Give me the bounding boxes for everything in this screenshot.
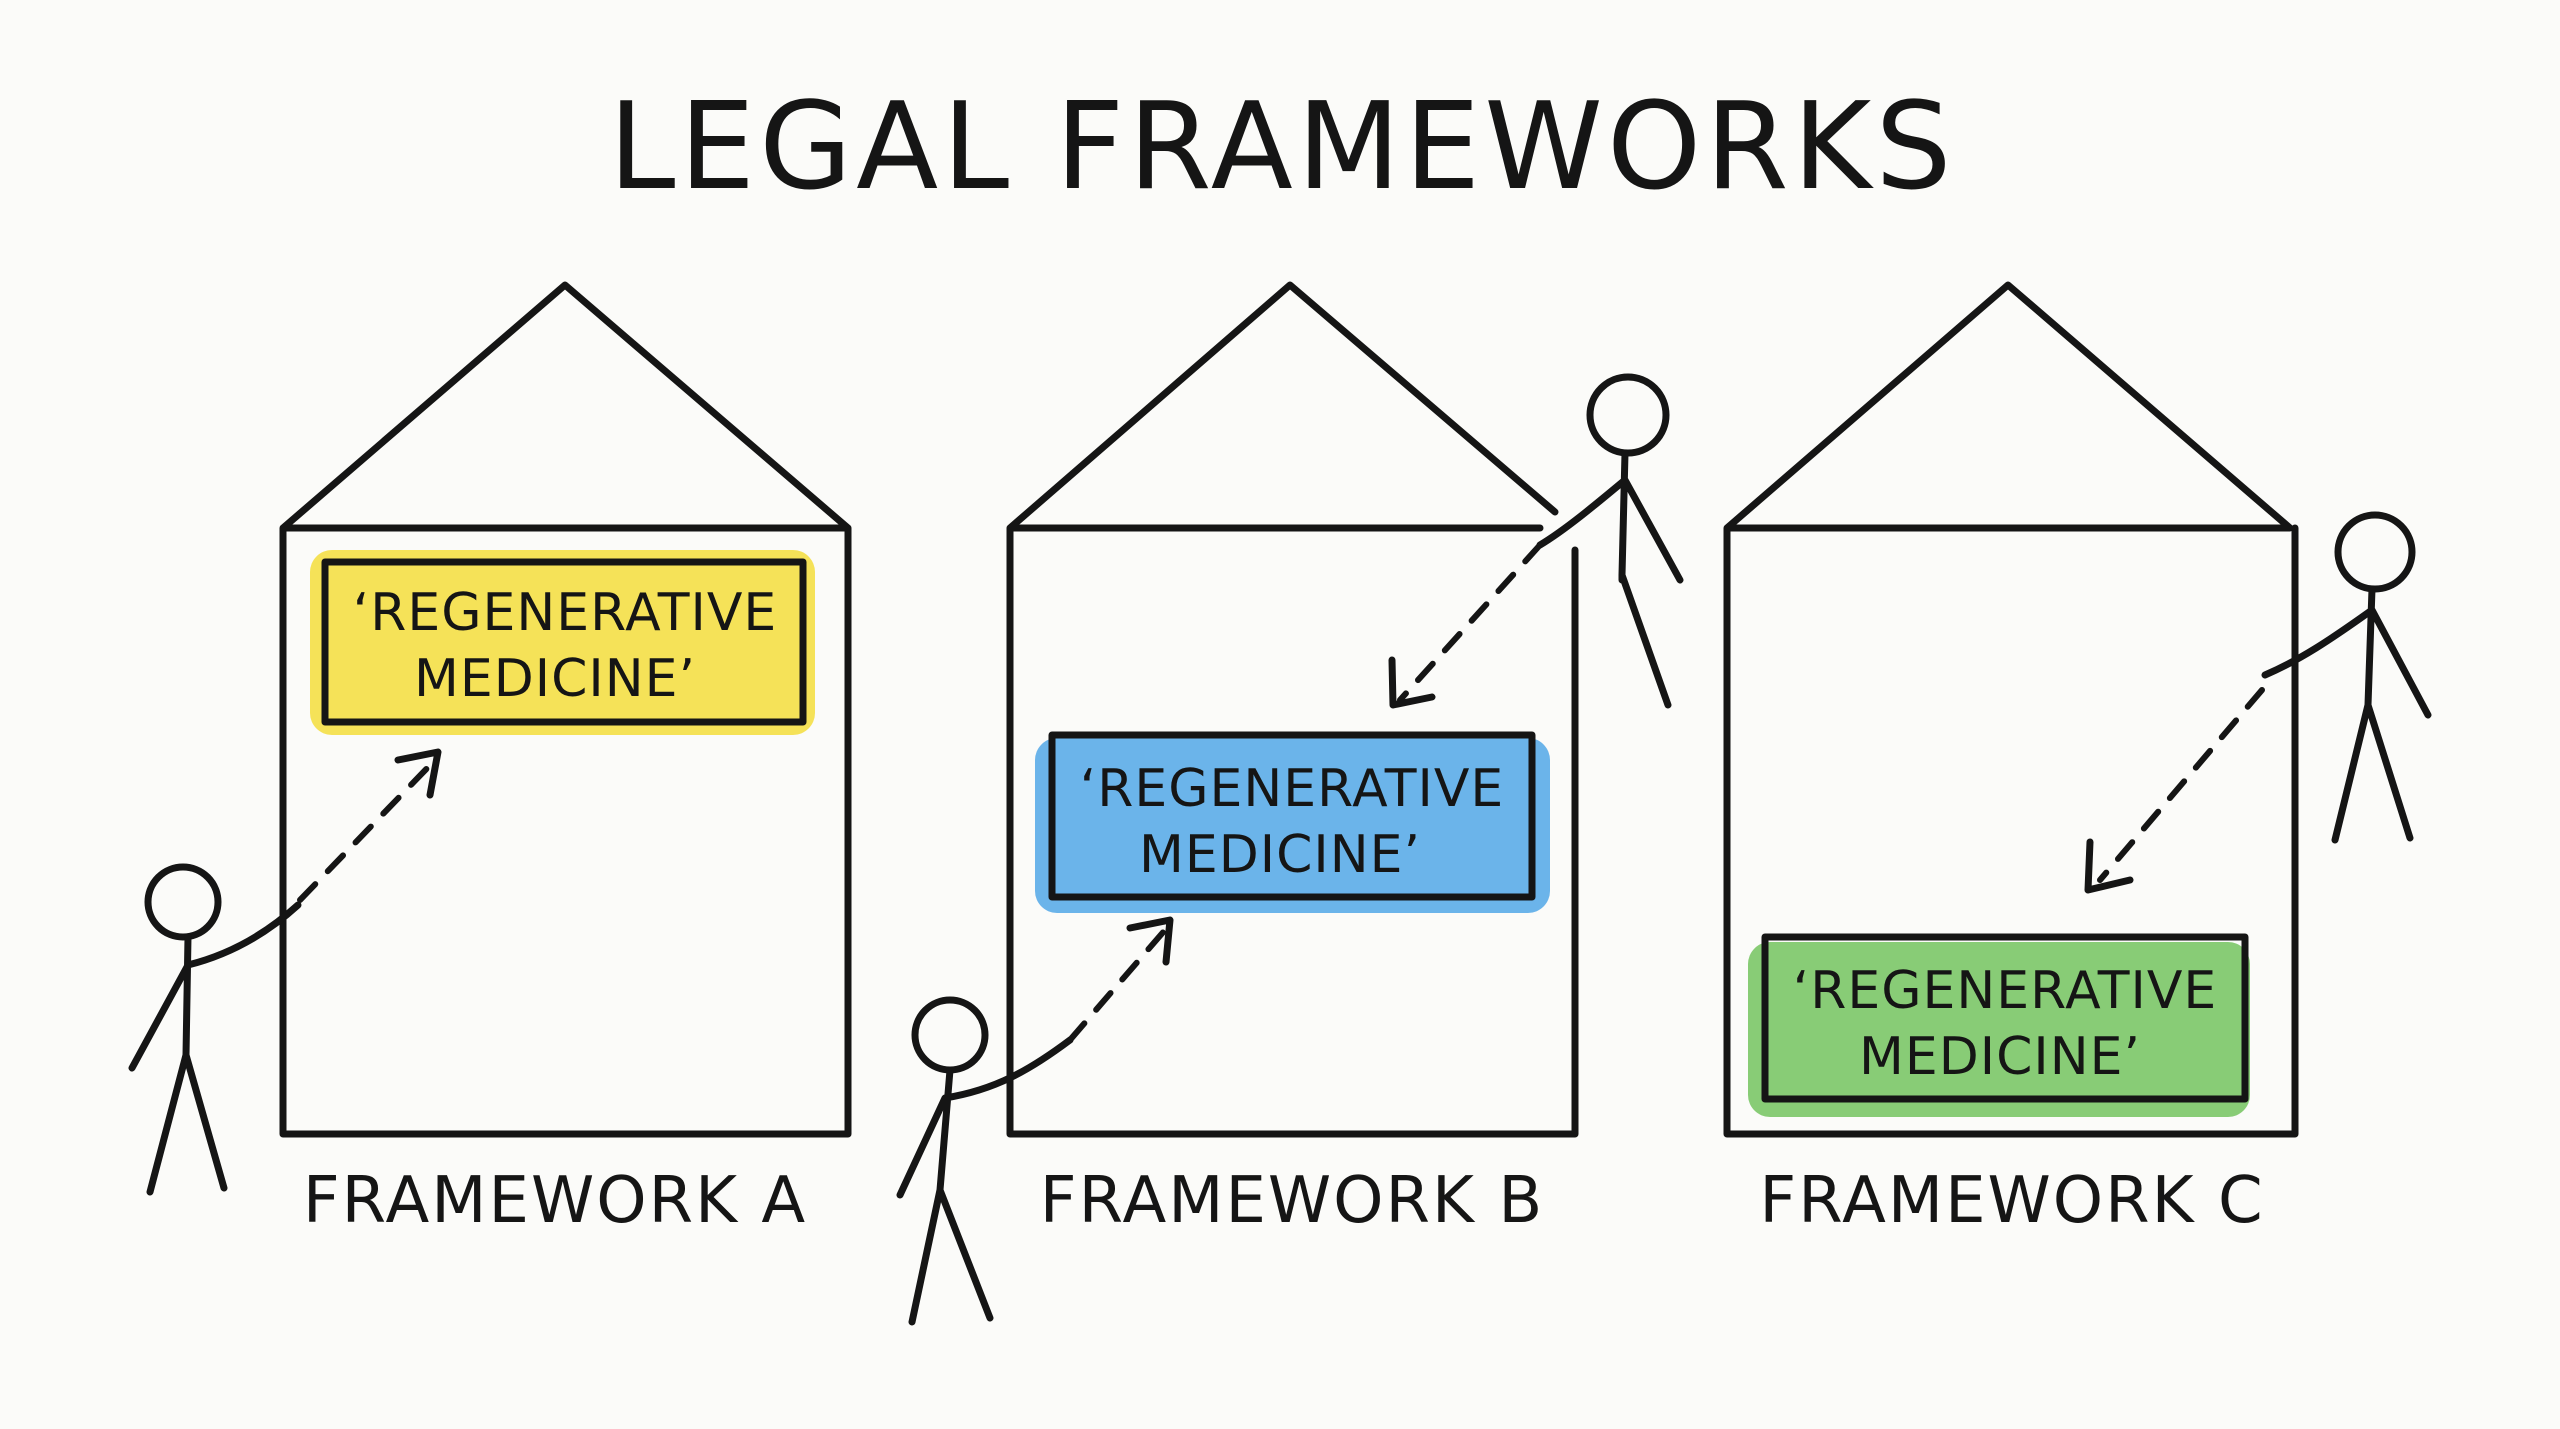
arrow-b-upper <box>1397 542 1543 703</box>
framework-c: ‘REGENERATIVE MEDICINE’ FRAMEWORK C <box>1723 281 2432 1238</box>
framework-a-caption: FRAMEWORK A <box>303 1164 807 1238</box>
framework-a-term-line1: ‘REGENERATIVE <box>353 583 778 643</box>
framework-a: ‘REGENERATIVE MEDICINE’ FRAMEWORK A <box>128 281 852 1238</box>
framework-a-house <box>279 281 852 1138</box>
framework-c-house <box>1723 281 2299 1138</box>
arrow-c-head <box>2084 838 2134 894</box>
arrow-a <box>297 757 438 903</box>
arrow-b-upper-head <box>1388 656 1436 709</box>
arrow-b-lower-head <box>1126 916 1174 966</box>
framework-b-house <box>1006 281 1579 1138</box>
framework-c-term-line1: ‘REGENERATIVE <box>1793 961 2218 1021</box>
person-a-icon <box>128 863 302 1196</box>
framework-c-term-box <box>1761 933 2249 1103</box>
framework-b: ‘REGENERATIVE MEDICINE’ FRAMEWORK B <box>896 281 1684 1326</box>
arrow-b-lower <box>1067 927 1168 1043</box>
framework-b-term-line2: MEDICINE’ <box>1139 825 1421 885</box>
arrow-c <box>2097 687 2265 883</box>
framework-a-term-line2: MEDICINE’ <box>414 649 696 709</box>
framework-c-term-line2: MEDICINE’ <box>1859 1027 2141 1087</box>
framework-b-caption: FRAMEWORK B <box>1040 1164 1544 1238</box>
person-b-lower-icon <box>896 996 1074 1326</box>
framework-c-caption: FRAMEWORK C <box>1759 1164 2264 1238</box>
framework-b-term-box <box>1048 731 1536 901</box>
framework-b-term-line1: ‘REGENERATIVE <box>1080 759 1505 819</box>
framework-a-highlight <box>310 550 815 735</box>
person-c-icon <box>2261 511 2432 844</box>
arrow-a-head <box>394 748 442 799</box>
diagram-title: LEGAL FRAMEWORKS <box>608 78 1955 217</box>
framework-b-highlight <box>1035 738 1550 913</box>
person-b-upper-icon <box>1536 373 1684 709</box>
framework-a-term-box <box>321 558 807 726</box>
framework-c-highlight <box>1748 942 2250 1117</box>
